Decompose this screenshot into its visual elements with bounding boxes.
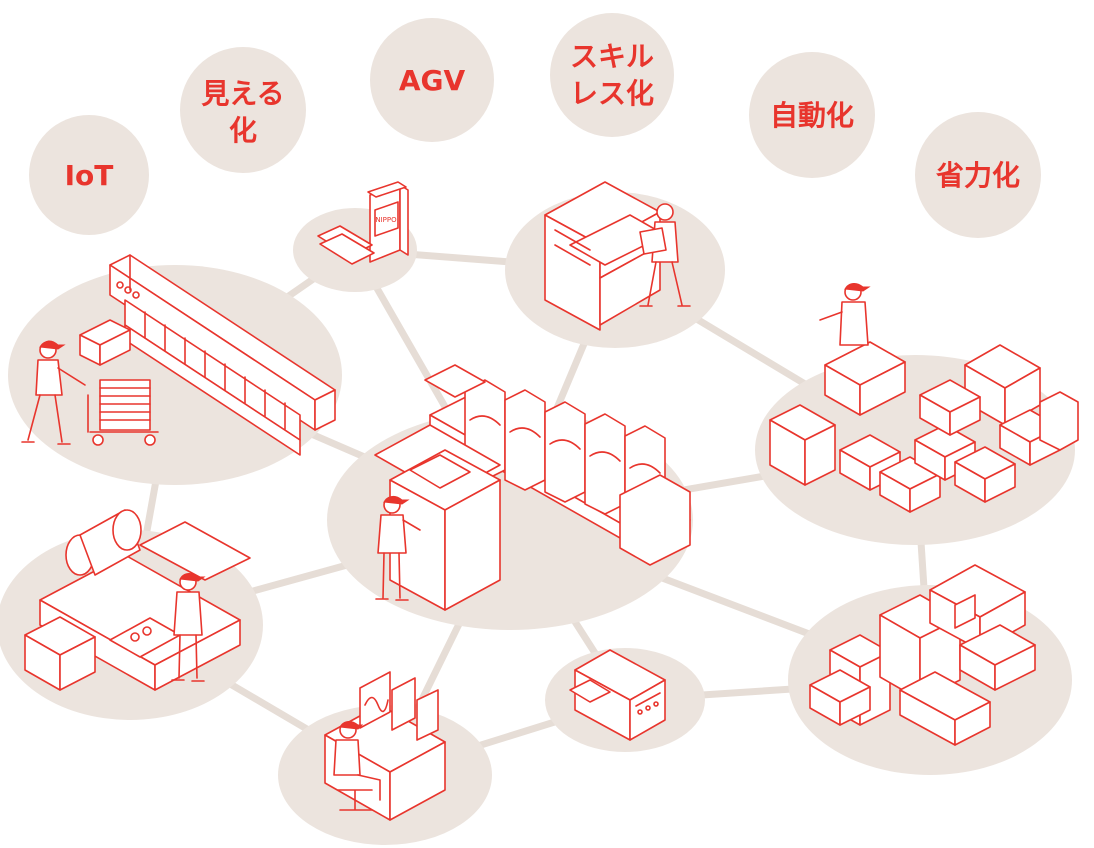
agv-logo-text: NIPPO: [375, 216, 397, 224]
printing-press-operator-icon: [374, 364, 691, 611]
keyword-label-agv: AGV: [399, 64, 466, 97]
keyword-bubbles: IoT 見える 化 AGV スキル レス化 自動化 省力化: [29, 13, 1041, 238]
keyword-label-labor-saving: 省力化: [936, 159, 1020, 192]
agv-forklift-icon: NIPPO: [317, 181, 409, 265]
keyword-label-automation: 自動化: [770, 99, 854, 132]
keyword-label-skill-less-line1: スキル: [570, 40, 654, 73]
folding-machine-worker-icon: [24, 509, 251, 691]
bindery-machines-icon: [809, 564, 1036, 746]
keyword-bubble-skill-less: スキル レス化: [550, 13, 674, 137]
shipping-boxes-worker-icon: [769, 283, 1079, 513]
keyword-bubble-automation: 自動化: [749, 52, 875, 178]
digital-printer-icon: [569, 649, 666, 741]
keyword-label-visualization-line2: 化: [229, 114, 257, 147]
keyword-label-skill-less-line2: レス化: [570, 77, 654, 110]
keyword-label-iot: IoT: [65, 159, 114, 192]
paper-cutter-worker-icon: [544, 181, 691, 331]
monitoring-desk-operator-icon: [324, 671, 446, 821]
keyword-label-visualization-line1: 見える: [201, 77, 284, 110]
keyword-bubble-iot: IoT: [29, 115, 149, 235]
keyword-bubble-labor-saving: 省力化: [915, 112, 1041, 238]
keyword-bubble-visualization: 見える 化: [180, 47, 306, 173]
collating-machine-worker-icon: [21, 254, 336, 456]
keyword-bubble-agv: AGV: [370, 18, 494, 142]
